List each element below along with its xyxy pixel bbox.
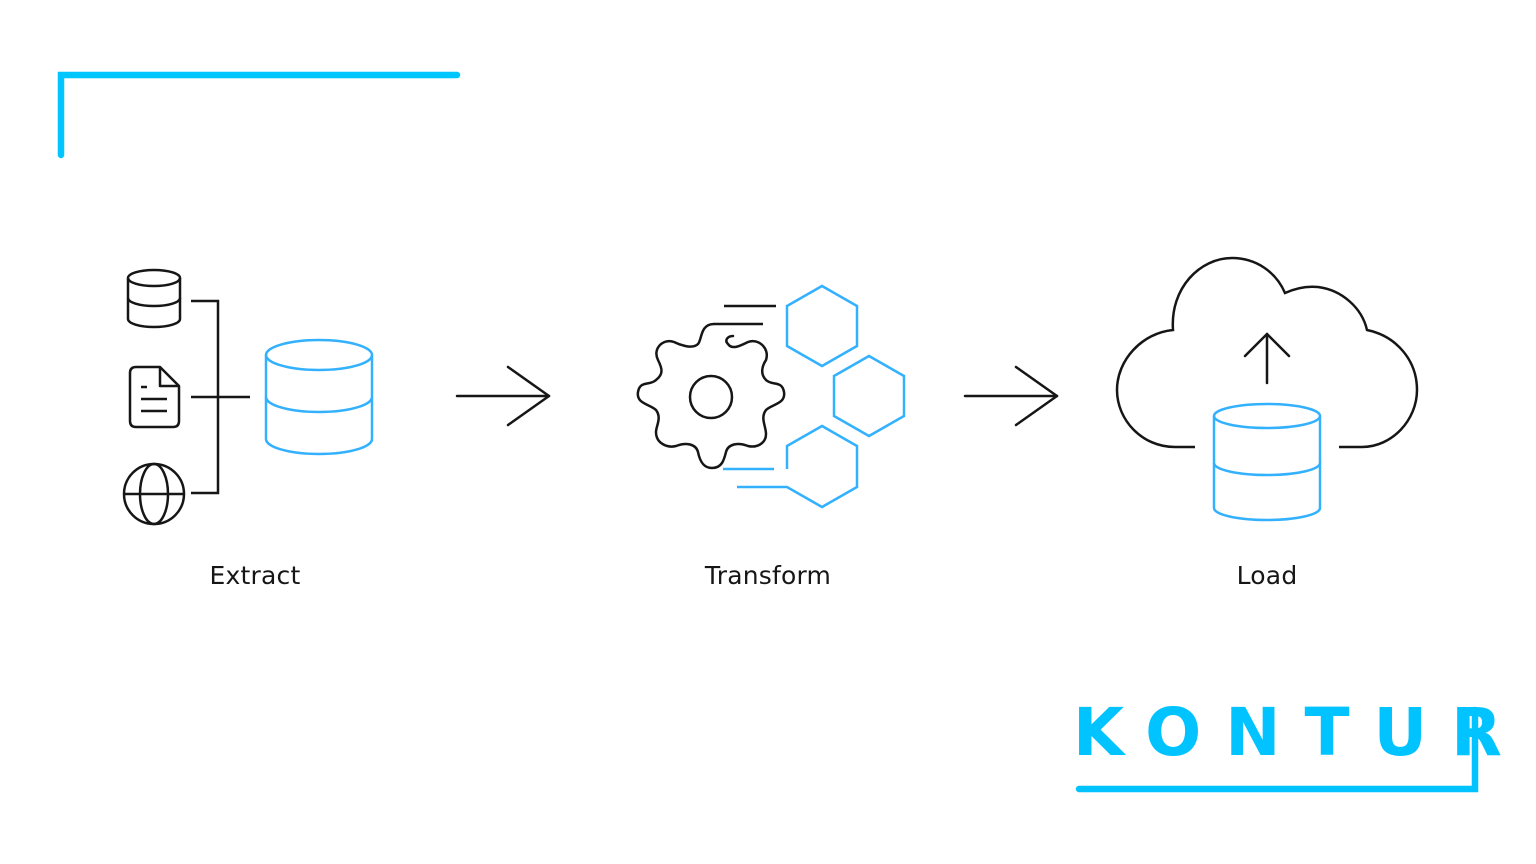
hexagon-icon <box>785 284 859 368</box>
database-target-icon <box>264 338 374 456</box>
motion-lines <box>714 304 776 326</box>
database-icon <box>126 268 182 329</box>
hexagon-icon <box>723 424 859 509</box>
upload-arrow-icon <box>1243 332 1291 385</box>
logo-bracket <box>1075 706 1479 793</box>
stage-label-extract: Extract <box>209 561 301 590</box>
stage-label-transform: Transform <box>704 561 832 590</box>
connector-lines <box>191 299 250 495</box>
load-group <box>1115 256 1419 525</box>
gear-icon <box>636 322 786 470</box>
cloud-icon <box>1115 256 1419 449</box>
database-icon <box>1212 402 1322 525</box>
globe-icon <box>122 462 186 526</box>
kontur-logo: KONTUR <box>1073 694 1526 771</box>
extract-group <box>122 268 374 526</box>
arrow-right-icon <box>455 365 551 427</box>
stage-label-load: Load <box>1236 561 1298 590</box>
arrow-right-icon <box>963 365 1059 427</box>
corner-bracket-top-left <box>57 71 461 159</box>
hexagon-icon <box>832 354 906 438</box>
document-icon <box>128 365 181 429</box>
transform-group <box>636 284 906 509</box>
